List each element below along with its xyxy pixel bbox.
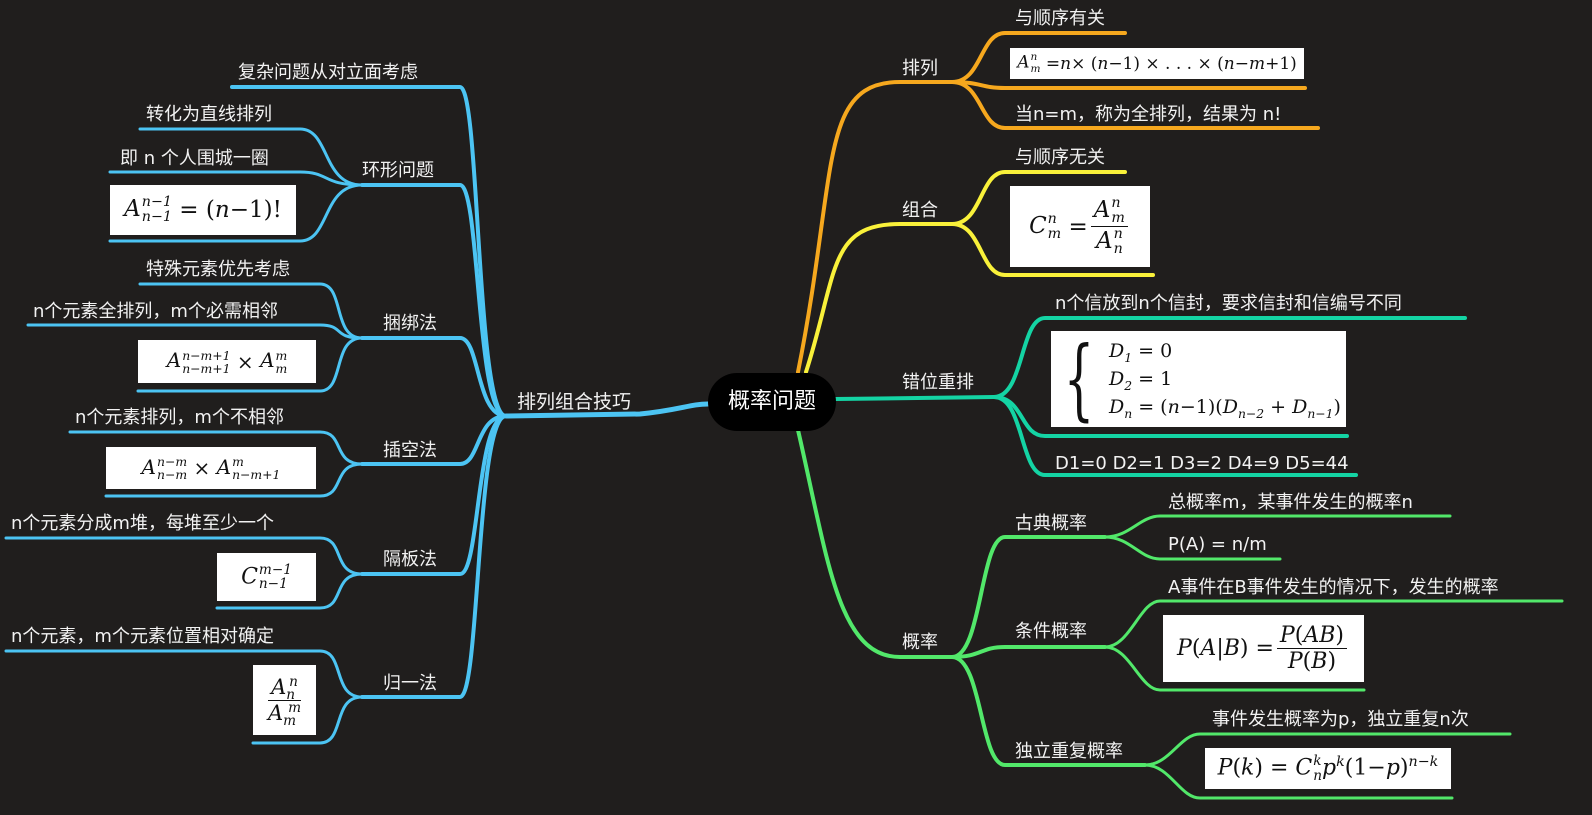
edge-indep-child-0 [1143, 732, 1512, 767]
edge-cuowei-child-2 [992, 395, 1358, 477]
node-shunxu-youguan[interactable]: 与顺序有关 [1015, 8, 1105, 29]
edge-zuhe [804, 222, 954, 374]
edge-ring-child-0 [138, 127, 364, 187]
node-chakong-fa[interactable]: 插空法 [383, 440, 437, 461]
node-huanxing-wenti[interactable]: 环形问题 [362, 160, 434, 181]
edge-geban [360, 414, 508, 576]
edge-chakong [360, 414, 508, 466]
edge-pailie [796, 80, 954, 374]
edge-classic-child-1 [1103, 535, 1282, 561]
node-tiaojian-gailv[interactable]: 条件概率 [1015, 621, 1087, 642]
edge-kunbang [360, 336, 508, 418]
node-weizhi-queding[interactable]: n个元素，m个元素位置相对确定 [11, 626, 274, 647]
edge-gailv-child-2 [950, 655, 1147, 767]
edge-merge-child-0 [4, 649, 364, 699]
node-pailie-zuhe-jiqiao[interactable]: 排列组合技巧 [517, 391, 632, 413]
node-zhixian-pailie[interactable]: 转化为直线排列 [146, 104, 272, 125]
edge-cond-child-1 [1103, 645, 1366, 692]
edge-insert-child-0 [68, 430, 364, 466]
edge-bind-child-1 [26, 323, 364, 340]
node-a-given-b[interactable]: A事件在B事件发生的情况下，发生的概率 [1168, 577, 1499, 598]
edge-pailie-child-2 [950, 80, 1320, 130]
node-xinfeng[interactable]: n个信放到n个信封，要求信封和信编号不同 [1055, 293, 1402, 314]
formula-tiaojian: P(A|B) = P(AB)P(B) [1163, 615, 1364, 682]
edge-guiyi [360, 414, 508, 699]
edge-root-left [503, 401, 711, 419]
edge-classic-child-0 [1103, 514, 1452, 539]
edge-cuowei [834, 395, 996, 401]
node-p-n-ci[interactable]: 事件发生概率为p，独立重复n次 [1212, 709, 1469, 730]
edge-cond-child-0 [1103, 599, 1564, 649]
node-zong-gailv[interactable]: 总概率m，某事件发生的概率n [1168, 492, 1413, 513]
edge-pailie-child-0 [950, 31, 1127, 84]
node-pailie[interactable]: 排列 [902, 58, 938, 79]
node-d-values[interactable]: D1=0 D2=1 D3=2 D4=9 D5=44 [1055, 453, 1349, 474]
edge-ring-child-2 [108, 183, 364, 243]
node-wei-yi-quan[interactable]: 即 n 个人围城一圈 [120, 148, 269, 169]
edge-zuhe-child-1 [950, 222, 1155, 277]
formula-cuowei: { D1 = 0 D2 = 1 Dn = (n−1)(Dn−2 + Dn−1) [1051, 331, 1346, 427]
node-teshu-youxian[interactable]: 特殊元素优先考虑 [146, 259, 290, 280]
node-shunxu-wuguan[interactable]: 与顺序无关 [1015, 147, 1105, 168]
node-geban-fa[interactable]: 隔板法 [383, 549, 437, 570]
node-duili-mian[interactable]: 复杂问题从对立面考虑 [238, 62, 418, 83]
edge-divider-child-0 [4, 536, 364, 576]
edge-bind-child-0 [138, 282, 364, 340]
edge-ring-child-1 [108, 170, 364, 187]
node-pa-formula[interactable]: P(A) = n/m [1168, 534, 1267, 555]
edge-merge-child-1 [251, 695, 364, 745]
node-kunbang-fa[interactable]: 捆绑法 [383, 313, 437, 334]
node-gailv[interactable]: 概率 [902, 632, 938, 653]
edge-gailv-child-0 [950, 535, 1107, 659]
node-cuowei-chongpai[interactable]: 错位重排 [902, 372, 974, 393]
edge-divider-child-1 [215, 572, 364, 610]
node-gudian-gailv[interactable]: 古典概率 [1015, 513, 1087, 534]
root-node[interactable]: 概率问题 [708, 373, 836, 431]
node-quan-pailie[interactable]: 当n=m，称为全排列，结果为 n! [1015, 104, 1282, 125]
edge-insert-child-1 [104, 462, 364, 498]
edge-gailv [796, 428, 954, 659]
edge-zuhe-child-0 [950, 170, 1127, 226]
edge-cuowei-child-0 [992, 316, 1467, 399]
node-duli-chongfu[interactable]: 独立重复概率 [1015, 741, 1123, 762]
edge-huanxing [360, 183, 508, 418]
node-bu-xianglin[interactable]: n个元素排列，m个不相邻 [75, 407, 284, 428]
edge-gailv-child-1 [950, 645, 1107, 659]
node-zuhe[interactable]: 组合 [902, 200, 938, 221]
edge-bind-child-2 [136, 336, 364, 393]
edge-pailie-child-1 [950, 80, 1307, 90]
node-guiyi-fa[interactable]: 归一法 [383, 673, 437, 694]
node-fen-m-dui[interactable]: n个元素分成m堆，每堆至少一个 [11, 513, 274, 534]
edge-indep-child-1 [1143, 763, 1454, 800]
node-bixu-xianglin[interactable]: n个元素全排列，m个必需相邻 [33, 301, 278, 322]
